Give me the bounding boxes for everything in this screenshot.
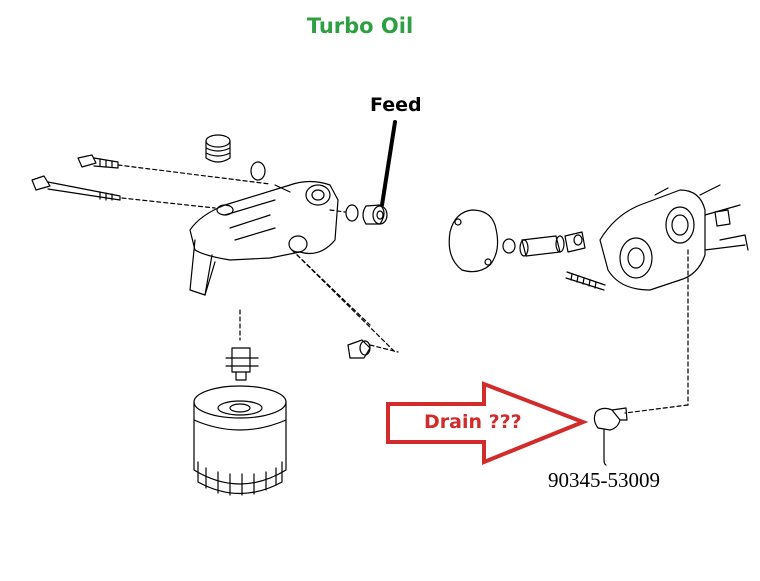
union-nut — [347, 339, 371, 359]
drain-arrow — [386, 381, 589, 465]
long-bolt — [31, 175, 121, 201]
gasket — [448, 209, 499, 273]
drain-bolt — [593, 407, 628, 431]
drain-label: Drain ??? — [424, 411, 522, 433]
feed-label: Feed — [370, 94, 422, 116]
o-ring-left — [250, 161, 266, 181]
filter-stud — [225, 347, 259, 381]
oil-filter-bracket — [189, 180, 339, 296]
o-ring-feed — [345, 204, 359, 222]
feed-leader-line — [380, 120, 397, 207]
part-number-leader — [603, 429, 607, 466]
o-ring-right — [502, 238, 516, 254]
part-number-label: 90345-53009 — [548, 468, 660, 492]
guide-lines-left — [117, 164, 399, 353]
oil-filter — [193, 385, 287, 496]
pipe-fitting — [519, 231, 586, 257]
short-bolt — [77, 154, 119, 169]
guide-line-drain — [624, 249, 689, 414]
feed-fitting — [362, 204, 388, 225]
plug-top — [205, 134, 231, 163]
pump-housing — [599, 184, 749, 291]
stud-bolt — [565, 271, 606, 291]
diagram-title: Turbo Oil — [306, 14, 414, 38]
